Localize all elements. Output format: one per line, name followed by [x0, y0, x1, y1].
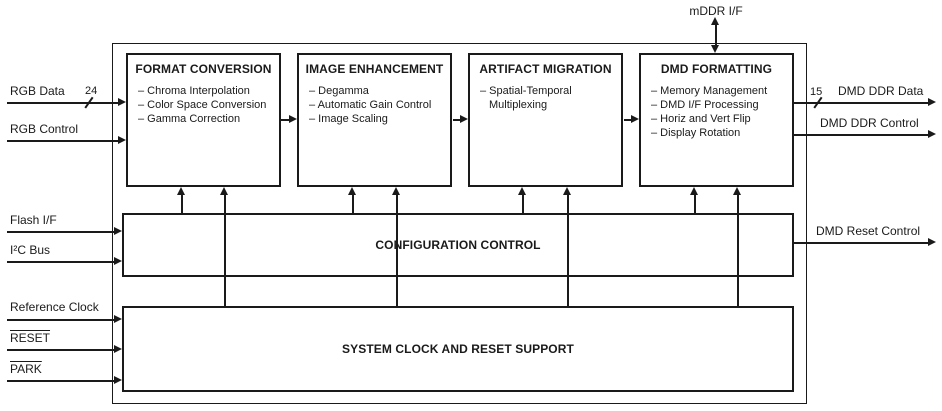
arrowhead-up-icon	[733, 187, 741, 195]
park-label: PARK	[10, 362, 42, 376]
dmd-formatting-block: DMD FORMATTING – Memory Management – DMD…	[639, 53, 794, 187]
arrowhead-right-icon	[928, 238, 936, 246]
reference-clock-line	[7, 319, 114, 321]
flow-line	[281, 119, 291, 121]
block-title: IMAGE ENHANCEMENT	[305, 62, 444, 76]
arrowhead-up-icon	[518, 187, 526, 195]
arrowhead-right-icon	[631, 115, 639, 123]
arrowhead-up-icon	[177, 187, 185, 195]
arrowhead-right-icon	[289, 115, 297, 123]
image-enhancement-block: IMAGE ENHANCEMENT – Degamma – Automatic …	[297, 53, 452, 187]
arrowhead-up-icon	[220, 187, 228, 195]
mddr-if-label: mDDR I/F	[689, 4, 743, 18]
i2c-bus-label: I²C Bus	[10, 243, 51, 257]
block-title: CONFIGURATION CONTROL	[375, 238, 541, 252]
arrowhead-right-icon	[460, 115, 468, 123]
dmd-ddr-control-line	[794, 134, 928, 136]
rgb-data-bus-width: 24	[85, 85, 98, 97]
block-item: – Automatic Gain Control	[309, 99, 432, 111]
reference-clock-label: Reference Clock	[10, 300, 99, 314]
block-title: ARTIFACT MIGRATION	[479, 62, 612, 76]
dmd-reset-control-line	[794, 242, 928, 244]
rgb-control-line	[7, 140, 118, 142]
arrowhead-right-icon	[928, 130, 936, 138]
i2c-bus-line	[7, 261, 114, 263]
block-item: – Spatial-Temporal Multiplexing	[480, 85, 572, 111]
mddr-if-line	[715, 23, 717, 46]
arrowhead-up-icon	[711, 17, 719, 25]
sysclock-up-line	[396, 194, 398, 306]
block-title: FORMAT CONVERSION	[135, 62, 272, 76]
dmd-ddr-data-label: DMD DDR Data	[838, 84, 924, 98]
block-item-list: – Degamma – Automatic Gain Control – Ima…	[309, 84, 447, 126]
block-item: – Horiz and Vert Flip	[651, 113, 751, 125]
arrowhead-right-icon	[114, 257, 122, 265]
flash-if-line	[7, 231, 114, 233]
arrowhead-right-icon	[118, 98, 126, 106]
flash-if-label: Flash I/F	[10, 213, 57, 227]
arrowhead-right-icon	[114, 376, 122, 384]
block-title: DMD FORMATTING	[660, 62, 773, 76]
arrowhead-right-icon	[118, 136, 126, 144]
arrowhead-right-icon	[114, 315, 122, 323]
dmd-reset-control-label: DMD Reset Control	[816, 224, 921, 238]
block-item: – Image Scaling	[309, 113, 388, 125]
rgb-data-label: RGB Data	[10, 84, 65, 98]
flow-line	[453, 119, 462, 121]
block-item: – Chroma Interpolation	[138, 85, 250, 97]
reset-label: RESET	[10, 331, 51, 345]
block-item-list: – Memory Management – DMD I/F Processing…	[651, 84, 789, 140]
artifact-migration-block: ARTIFACT MIGRATION – Spatial-Temporal Mu…	[468, 53, 623, 187]
arrowhead-up-icon	[563, 187, 571, 195]
config-up-line	[352, 194, 354, 214]
block-item: – Degamma	[309, 85, 369, 97]
system-clock-reset-block: SYSTEM CLOCK AND RESET SUPPORT	[122, 306, 794, 392]
arrowhead-up-icon	[690, 187, 698, 195]
config-up-line	[181, 194, 183, 214]
arrowhead-right-icon	[114, 227, 122, 235]
format-conversion-block: FORMAT CONVERSION – Chroma Interpolation…	[126, 53, 281, 187]
block-item: – DMD I/F Processing	[651, 99, 759, 111]
arrowhead-right-icon	[114, 345, 122, 353]
rgb-control-label: RGB Control	[10, 122, 79, 136]
block-item-list: – Spatial-Temporal Multiplexing	[480, 84, 618, 112]
dmd-ddr-data-line	[794, 102, 928, 104]
rgb-data-line	[7, 102, 118, 104]
sysclock-up-line	[737, 194, 739, 306]
block-item: – Display Rotation	[651, 127, 741, 139]
block-title: SYSTEM CLOCK AND RESET SUPPORT	[342, 342, 574, 356]
dmd-ddr-control-label: DMD DDR Control	[820, 116, 919, 130]
arrowhead-up-icon	[392, 187, 400, 195]
reset-line	[7, 349, 114, 351]
arrowhead-right-icon	[928, 98, 936, 106]
arrowhead-up-icon	[348, 187, 356, 195]
sysclock-up-line	[224, 194, 226, 306]
config-up-line	[694, 194, 696, 214]
park-line	[7, 380, 114, 382]
block-item: – Memory Management	[651, 85, 768, 97]
dmd-ddr-data-bus-width: 15	[810, 86, 823, 98]
config-up-line	[522, 194, 524, 214]
sysclock-up-line	[567, 194, 569, 306]
block-item: – Color Space Conversion	[138, 99, 267, 111]
flow-line	[624, 119, 633, 121]
configuration-control-block: CONFIGURATION CONTROL	[122, 213, 794, 277]
arrowhead-down-icon	[711, 45, 719, 53]
block-item: – Gamma Correction	[138, 113, 241, 125]
block-item-list: – Chroma Interpolation – Color Space Con…	[138, 84, 276, 126]
